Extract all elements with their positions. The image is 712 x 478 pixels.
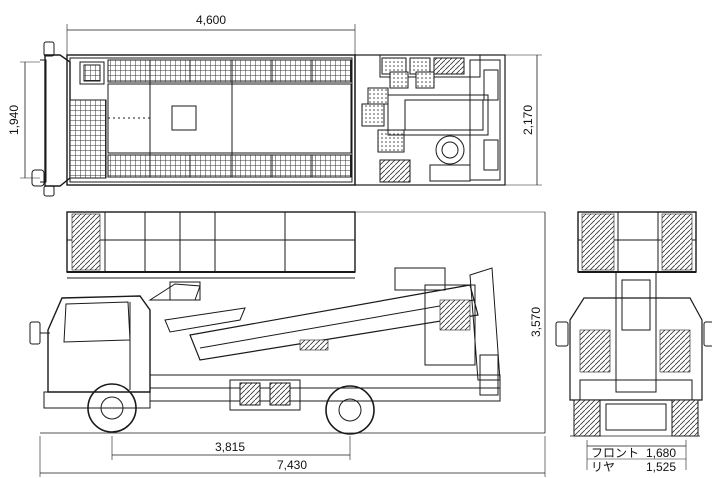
tread-rear-value: 1,525 <box>646 460 676 474</box>
side-view <box>29 211 546 477</box>
front-view <box>555 211 712 470</box>
tread-front-label: フロント <box>591 446 639 460</box>
dim-top-length: 4,600 <box>196 13 226 27</box>
tread-front-value: 1,680 <box>646 446 676 460</box>
dim-height: 3,570 <box>529 307 543 337</box>
dim-overall-length: 7,430 <box>277 458 307 472</box>
top-view <box>20 24 542 197</box>
tread-rear-label: リヤ <box>591 460 615 474</box>
dim-wheelbase: 3,815 <box>215 440 245 454</box>
dim-right-width: 2,170 <box>521 105 535 135</box>
dim-left-width: 1,940 <box>7 105 21 135</box>
